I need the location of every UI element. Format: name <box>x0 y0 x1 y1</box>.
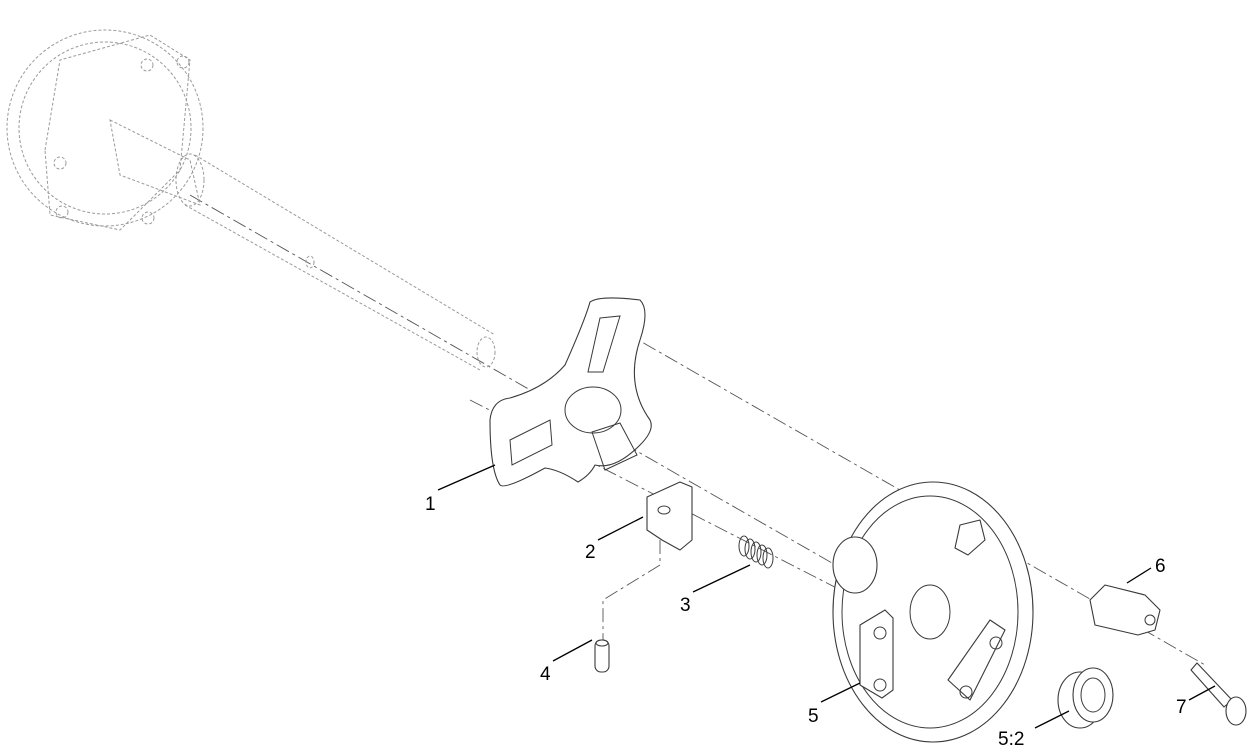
part-5-sprocket <box>832 481 1034 743</box>
callout-3: 3 <box>680 595 691 616</box>
centerlines <box>189 194 1206 666</box>
callout-2: 2 <box>585 542 596 563</box>
callout-1: 1 <box>425 494 436 515</box>
part-2-latch <box>646 481 693 551</box>
callout-6: 6 <box>1155 556 1166 577</box>
part-4-pin <box>594 639 610 673</box>
callout-7: 7 <box>1176 697 1187 718</box>
callout-5: 5 <box>808 706 819 727</box>
leader-lines <box>437 464 1216 729</box>
ghost-sprocket-assembly <box>6 29 496 371</box>
part-1-plate <box>489 297 652 487</box>
part-6-pawl <box>1089 584 1161 636</box>
callout-5-2: 5:2 <box>998 729 1025 750</box>
part-5-2-bushing <box>1057 667 1114 729</box>
part-7-bolt <box>1190 662 1247 726</box>
callout-4: 4 <box>540 664 551 685</box>
part-3-spring <box>738 535 774 569</box>
